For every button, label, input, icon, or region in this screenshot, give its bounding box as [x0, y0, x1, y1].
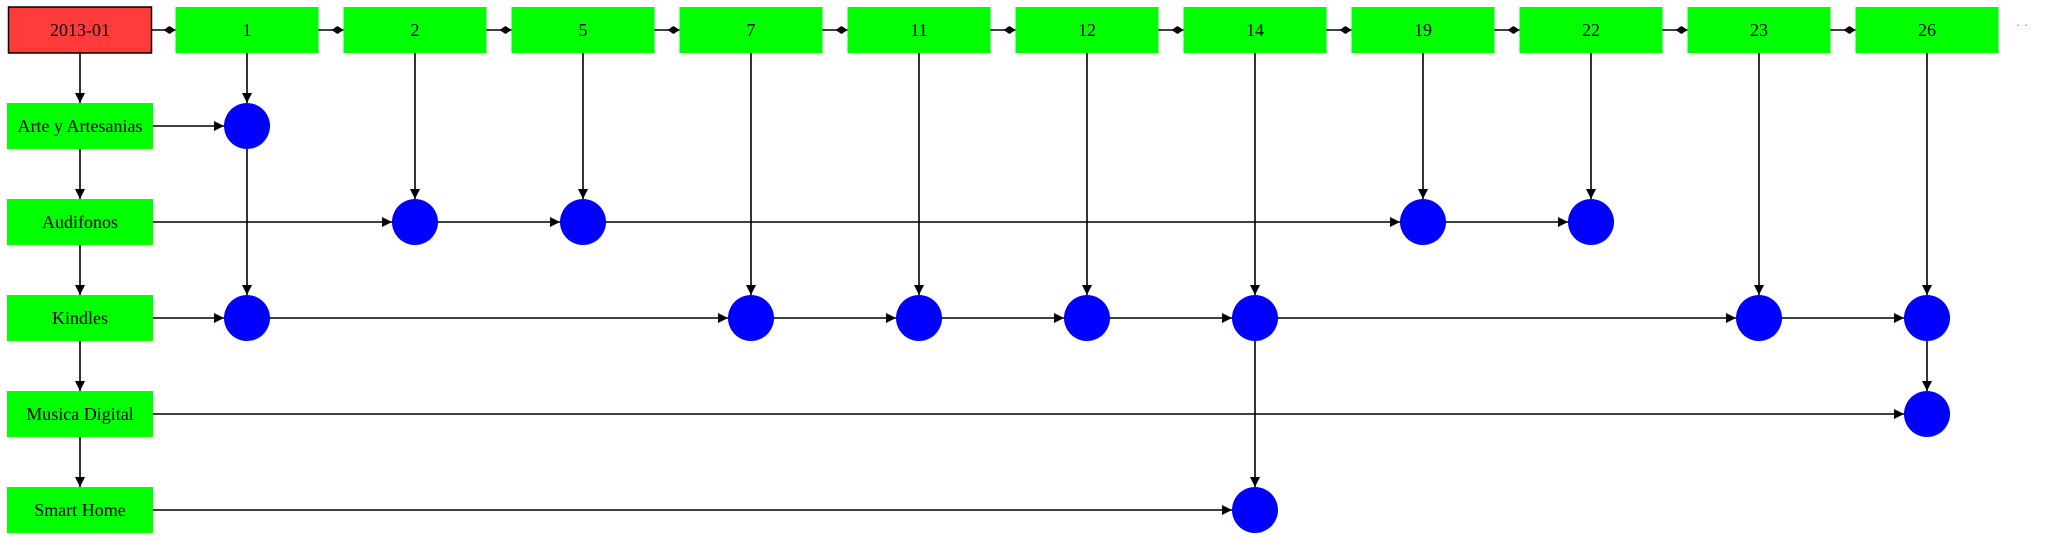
day-label-26: 26 [1918, 20, 1936, 40]
node-kindles-26 [1904, 295, 1950, 341]
day-box-1 [175, 7, 319, 53]
node-kindles-12 [1064, 295, 1110, 341]
day-label-5: 5 [579, 20, 588, 40]
day-box-19 [1351, 7, 1495, 53]
node-audifonos-22 [1568, 199, 1614, 245]
day-label-19: 19 [1414, 20, 1432, 40]
category-box-kindles [7, 295, 153, 341]
category-box-arte-y-artesanias [7, 103, 153, 149]
category-box-audifonos [7, 199, 153, 245]
day-box-11 [847, 7, 991, 53]
node-audifonos-2 [392, 199, 438, 245]
node-kindles-14 [1232, 295, 1278, 341]
category-label-musica-digital: Musica Digital [26, 404, 133, 424]
category-box-musica-digital [7, 391, 153, 437]
category-box-smart-home [7, 487, 153, 533]
day-box-7 [679, 7, 823, 53]
node-arte-y-artesanias-1 [224, 103, 270, 149]
node-kindles-23 [1736, 295, 1782, 341]
category-label-arte-y-artesanias: Arte y Artesanias [18, 116, 143, 136]
day-box-26 [1855, 7, 1999, 53]
day-box-5 [511, 7, 655, 53]
day-label-7: 7 [747, 20, 756, 40]
day-label-22: 22 [1582, 20, 1600, 40]
header-box [7, 6, 153, 54]
edges [75, 26, 1932, 515]
day-box-14 [1183, 7, 1327, 53]
day-label-12: 12 [1078, 20, 1096, 40]
day-label-14: 14 [1246, 20, 1264, 40]
category-label-audifonos: Audifonos [42, 212, 118, 232]
category-label-kindles: Kindles [52, 308, 108, 328]
day-label-11: 11 [910, 20, 927, 40]
node-audifonos-19 [1400, 199, 1446, 245]
node-kindles-1 [224, 295, 270, 341]
nodes [224, 103, 1950, 533]
day-label-23: 23 [1750, 20, 1768, 40]
node-kindles-7 [728, 295, 774, 341]
node-smart-home-14 [1232, 487, 1278, 533]
node-kindles-11 [896, 295, 942, 341]
node-musica-digital-26 [1904, 391, 1950, 437]
day-label-1: 1 [243, 20, 252, 40]
header-label: 2013-01 [50, 20, 110, 40]
day-label-2: 2 [411, 20, 420, 40]
day-box-12 [1015, 7, 1159, 53]
trailing-mark: · · [2016, 19, 2029, 34]
category-label-smart-home: Smart Home [34, 500, 126, 520]
day-box-2 [343, 7, 487, 53]
day-box-22 [1519, 7, 1663, 53]
day-box-23 [1687, 7, 1831, 53]
node-audifonos-5 [560, 199, 606, 245]
